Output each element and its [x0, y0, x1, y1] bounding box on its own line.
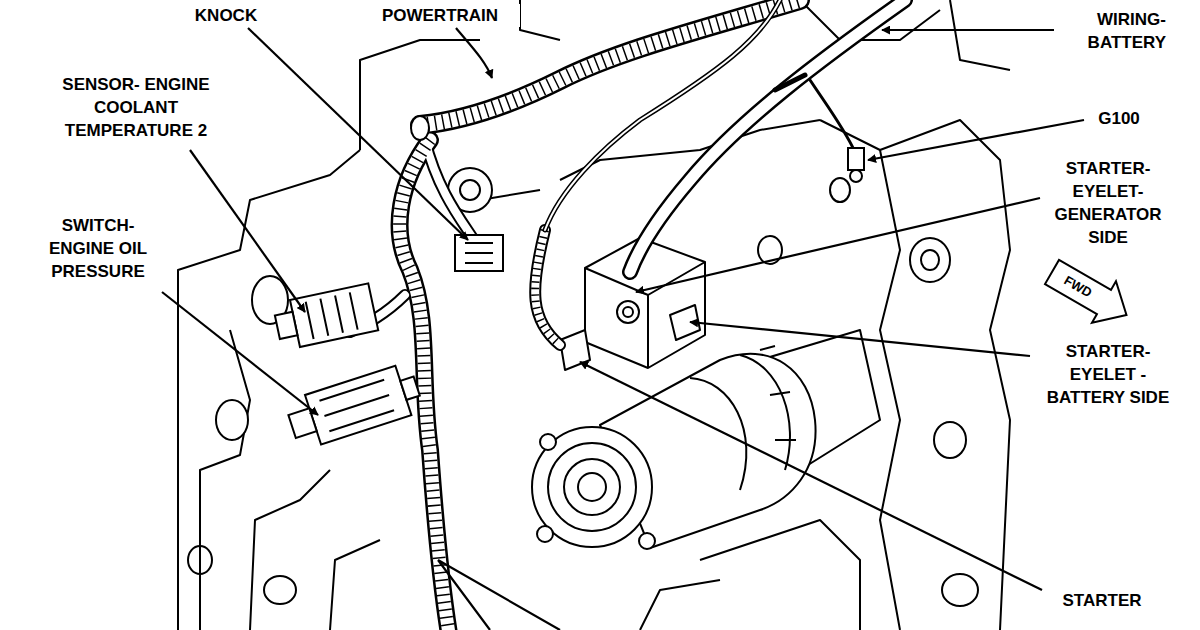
connectors-sensors [272, 283, 378, 350]
connectors-sensors [290, 283, 378, 347]
engine-block [942, 574, 978, 606]
connectors-sensors [400, 377, 419, 400]
engine-block [640, 580, 720, 630]
wiring-harness [400, 140, 450, 630]
connectors-sensors [850, 170, 862, 182]
engine-block [520, 0, 560, 40]
callout-label: POWERTRAIN [360, 4, 520, 27]
starter-motor [690, 378, 746, 490]
engine-block [250, 470, 330, 630]
connectors-sensors [272, 148, 864, 451]
starter-motor [585, 262, 705, 368]
engine-block [950, 0, 1010, 70]
connectors-sensors [305, 366, 411, 445]
wiring-harness [350, 0, 905, 630]
leader-line [190, 150, 305, 312]
engine-block [700, 520, 860, 630]
wiring-harness [775, 75, 805, 90]
starter-motor [548, 443, 636, 531]
wiring-harness [810, 80, 855, 152]
engine-block [934, 422, 966, 458]
wiring-harness [400, 140, 450, 630]
leader-line [636, 198, 1040, 292]
connectors-sensors [275, 312, 298, 339]
callout-label: STARTER [1046, 589, 1158, 612]
wiring-harness [400, 140, 450, 630]
direction-label: FWD [1057, 270, 1099, 303]
callout-label: KNOCK [180, 4, 272, 27]
starter-motor [760, 346, 796, 440]
leader-line [690, 322, 1030, 356]
wiring-harness [545, 0, 780, 230]
connectors-sensors [848, 148, 864, 182]
starter-motor [617, 301, 639, 323]
engine-block [360, 40, 480, 150]
wiring-harness [411, 116, 429, 140]
engine-block [460, 180, 480, 200]
connectors-sensors [465, 243, 493, 263]
leader-line [438, 560, 560, 630]
leader-line [162, 292, 318, 415]
starter-motor [564, 459, 620, 515]
starter-motor [623, 307, 633, 317]
callout-label: SWITCH- ENGINE OIL PRESSURE [33, 214, 163, 283]
forward-arrow [1040, 251, 1138, 336]
callout-label: STARTER- EYELET - BATTERY SIDE [1044, 340, 1172, 409]
wiring-harness [535, 230, 560, 345]
engine-block [330, 540, 380, 630]
engine-block [880, 150, 900, 630]
starter-motor [639, 533, 655, 549]
leader-line [456, 28, 492, 78]
starter-motor [537, 526, 553, 542]
callout-label: STARTER- EYELET- GENERATOR SIDE [1044, 157, 1172, 249]
wiring-harness [545, 0, 780, 230]
wiring-harness [535, 230, 560, 345]
callout-label: SENSOR- ENGINE COOLANT TEMPERATURE 2 [36, 73, 236, 142]
leader-line [248, 28, 468, 240]
connectors-sensors [320, 380, 395, 431]
callout-label: G100 [1088, 107, 1150, 130]
connectors-sensors [455, 235, 503, 271]
wiring-harness [630, 0, 905, 272]
connectors-sensors [288, 408, 316, 438]
starter-motor [532, 427, 652, 547]
engine-block [216, 400, 248, 440]
engine-block [921, 250, 939, 270]
engine-block [178, 0, 1010, 630]
wiring-harness [425, 140, 480, 250]
leader-line [580, 362, 1042, 590]
connectors-sensors [848, 148, 864, 170]
engine-block [820, 120, 1010, 630]
callout-label: WIRING- BATTERY [1058, 8, 1168, 54]
leader-line [882, 29, 1054, 31]
starter-motor [532, 238, 816, 549]
engine-block [264, 576, 296, 604]
engine-block [188, 546, 212, 574]
connectors-sensors [306, 292, 358, 339]
engine-block [830, 178, 850, 202]
engine-block [200, 330, 250, 630]
connectors-sensors [455, 235, 503, 271]
wiring-harness [425, 140, 480, 250]
starter-motor [578, 473, 606, 501]
engine-block [910, 238, 950, 282]
starter-motor [540, 434, 556, 450]
forward-arrow [1040, 251, 1138, 336]
wiring-harness [535, 230, 560, 345]
leader-line [162, 28, 1084, 630]
leader-line [868, 120, 1084, 160]
